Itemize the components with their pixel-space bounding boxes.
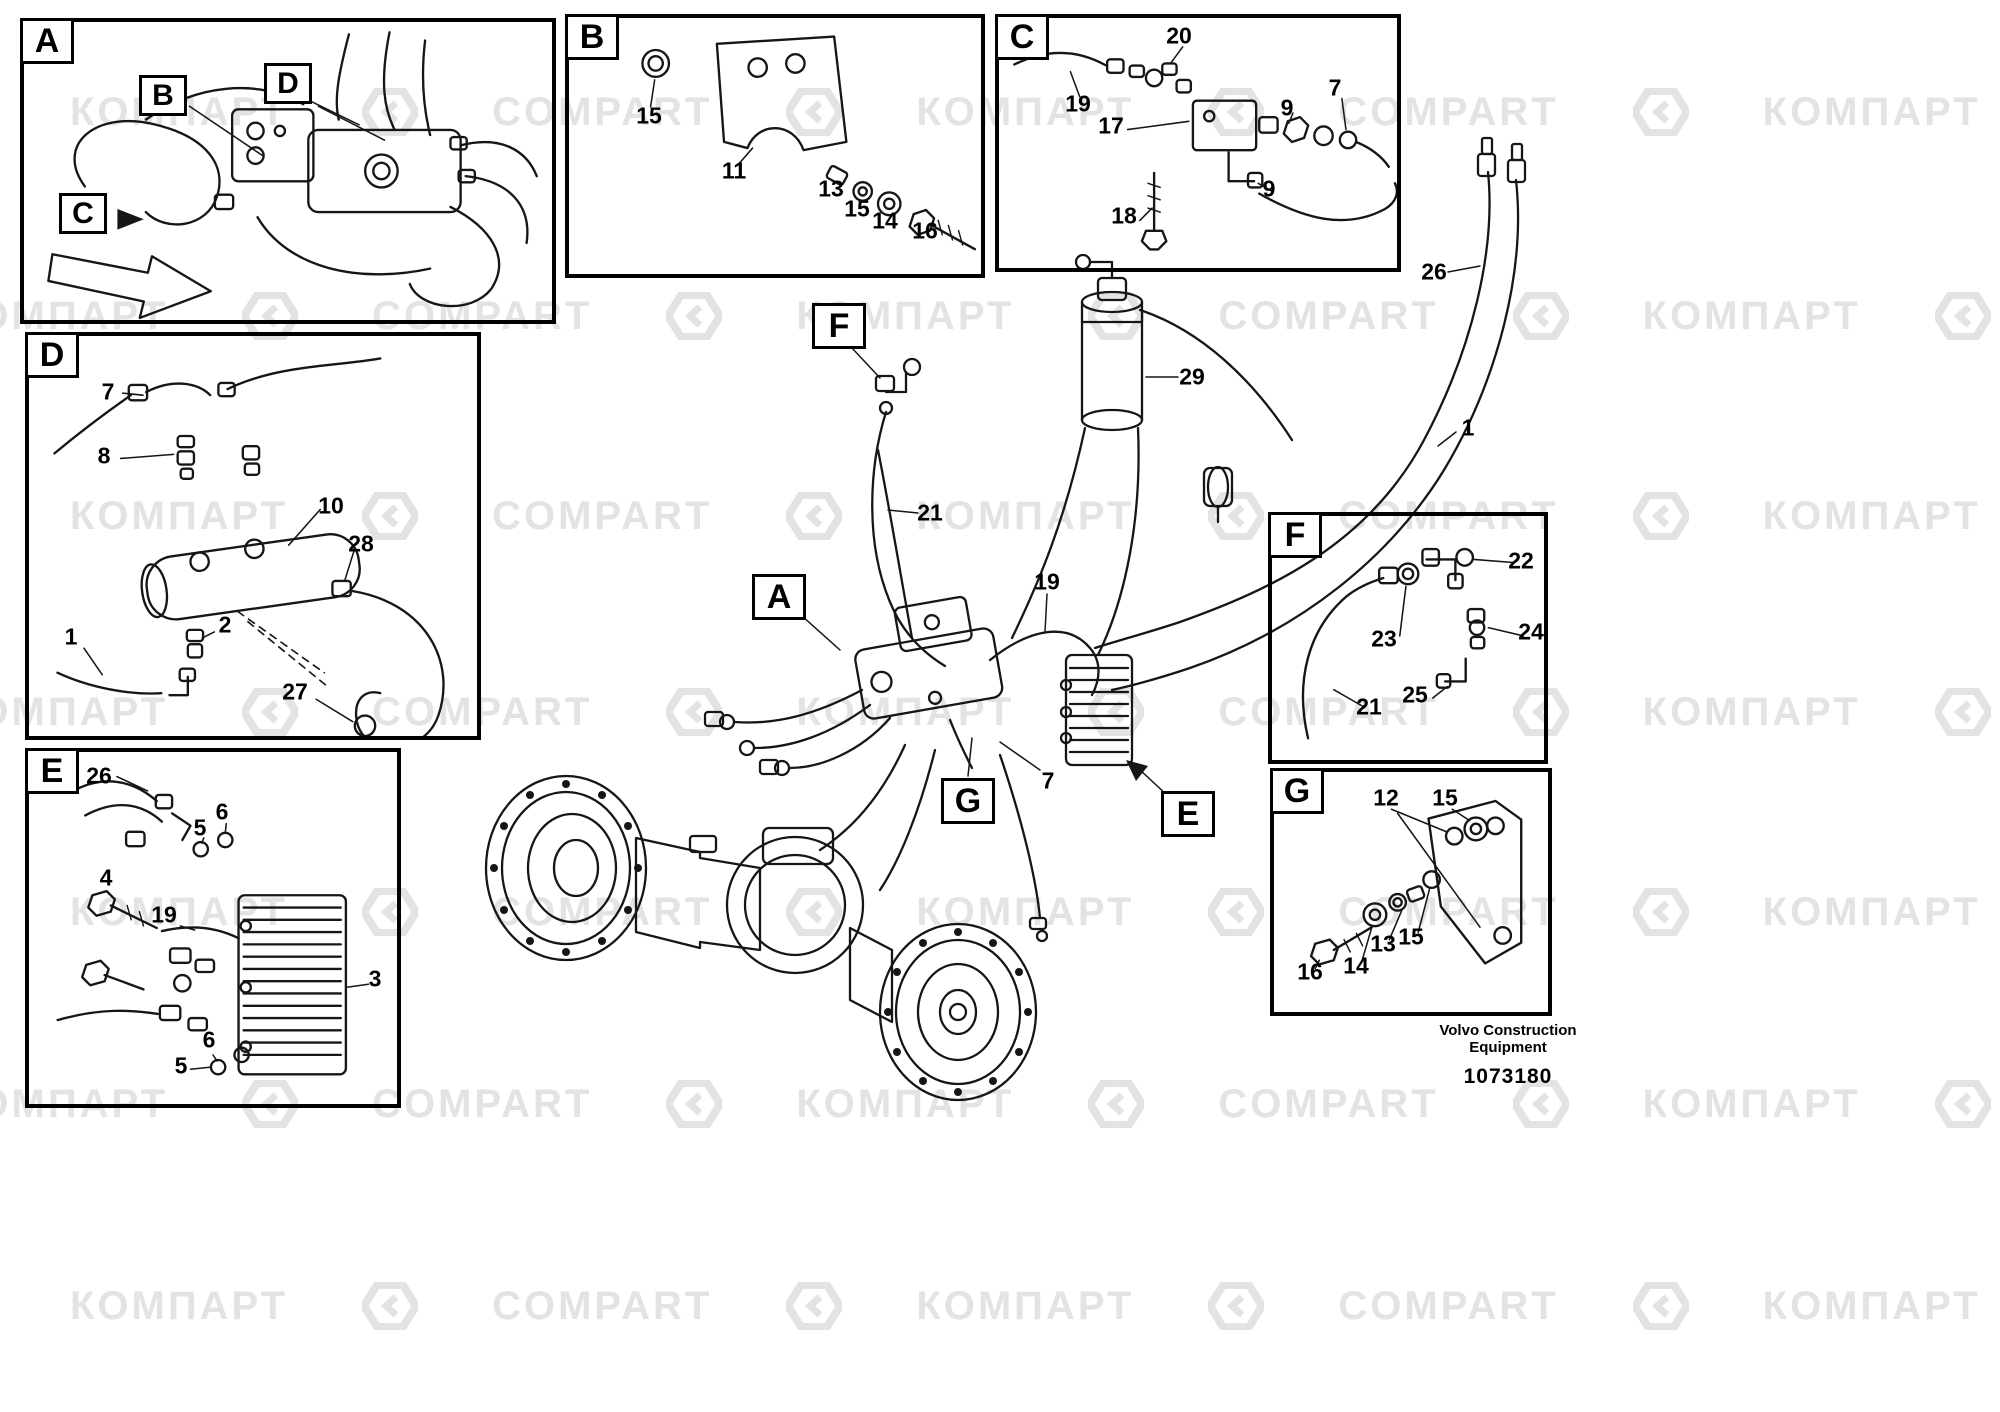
callout-23: 23 (1371, 625, 1397, 652)
main-label-f: F (812, 303, 866, 349)
callout-14: 14 (1343, 952, 1369, 979)
callout-7: 7 (101, 378, 115, 405)
panel-letter: A (34, 21, 60, 60)
main-callout-7: 7 (1041, 767, 1055, 794)
callout-9b: 9 (1262, 175, 1276, 202)
callout-8: 8 (97, 442, 111, 469)
callout-12: 12 (1373, 784, 1399, 811)
callout-22: 22 (1508, 547, 1534, 574)
callout-15: 15 (1432, 784, 1458, 811)
callout-26: 26 (86, 762, 112, 789)
panel-a-label: A (20, 18, 74, 64)
callout-6: 6 (215, 798, 229, 825)
panel-c-label: C (995, 14, 1049, 60)
callout-15: 15 (636, 102, 662, 129)
callout-15b: 15 (844, 195, 870, 222)
callout-27: 27 (282, 678, 308, 705)
panel-c-art (1013, 46, 1397, 251)
panel-g: G 12 15 13 15 14 16 (1270, 768, 1552, 1016)
callout-2: 2 (218, 611, 232, 638)
callout-16: 16 (1297, 958, 1323, 985)
callout-9: 9 (1280, 94, 1294, 121)
callout-18: 18 (1111, 202, 1137, 229)
panel-e-label: E (25, 748, 79, 794)
callout-4: 4 (99, 864, 113, 891)
callout-7: 7 (1328, 74, 1342, 101)
main-callout-29: 29 (1179, 363, 1205, 390)
panel-e-art (56, 775, 370, 1076)
main-label-e: E (1161, 791, 1215, 837)
callout-6b: 6 (202, 1026, 216, 1053)
callout-28: 28 (348, 530, 374, 557)
panel-b-label: B (565, 14, 619, 60)
panel-g-label: G (1270, 768, 1324, 814)
panel-d-art (53, 357, 445, 736)
callout-21: 21 (1356, 693, 1382, 720)
panel-b-art (641, 35, 977, 251)
panel-f-label: F (1268, 512, 1322, 558)
panel-f: F 22 23 24 25 21 (1268, 512, 1548, 764)
panel-e: E 26 5 6 4 19 3 6 5 (25, 748, 401, 1108)
callout-10: 10 (318, 492, 344, 519)
callout-14: 14 (872, 207, 898, 234)
panel-b: B 15 11 13 15 14 16 (565, 14, 985, 278)
main-callout-1: 1 (1461, 414, 1475, 441)
callout-24: 24 (1518, 618, 1544, 645)
inner-label-d: D (264, 63, 312, 104)
panel-a: A B D C (20, 18, 556, 324)
callout-11: 11 (721, 157, 747, 184)
footer-company-line2: Equipment (1469, 1039, 1547, 1057)
callout-20: 20 (1166, 22, 1192, 49)
main-label-g: G (941, 778, 995, 824)
callout-25: 25 (1402, 681, 1428, 708)
callout-13: 13 (818, 175, 844, 202)
panel-c: C 20 19 17 9 7 9 18 (995, 14, 1401, 272)
callout-17: 17 (1098, 112, 1124, 139)
main-label-a: A (752, 574, 806, 620)
inner-label-c: C (59, 193, 107, 234)
footer: Volvo Construction Equipment 1073180 (1418, 1022, 1598, 1089)
callout-1: 1 (64, 623, 78, 650)
panel-f-art (1301, 547, 1525, 740)
inner-label-b: B (139, 75, 187, 116)
panel-d-label: D (25, 332, 79, 378)
callout-19: 19 (151, 901, 177, 928)
callout-16: 16 (912, 217, 938, 244)
footer-doc-number: 1073180 (1463, 1064, 1553, 1088)
panel-d: D 7 8 10 28 1 2 27 (25, 332, 481, 740)
callout-5: 5 (193, 814, 207, 841)
callout-13: 13 (1370, 930, 1396, 957)
main-callout-19: 19 (1034, 568, 1060, 595)
callout-19: 19 (1065, 90, 1091, 117)
callout-5b: 5 (174, 1052, 188, 1079)
footer-company-line1: Volvo Construction (1439, 1022, 1577, 1039)
callout-15b: 15 (1398, 923, 1424, 950)
main-callout-26: 26 (1421, 258, 1447, 285)
main-callout-21: 21 (917, 499, 943, 526)
panel-g-art (1309, 799, 1523, 970)
callout-3: 3 (368, 965, 382, 992)
